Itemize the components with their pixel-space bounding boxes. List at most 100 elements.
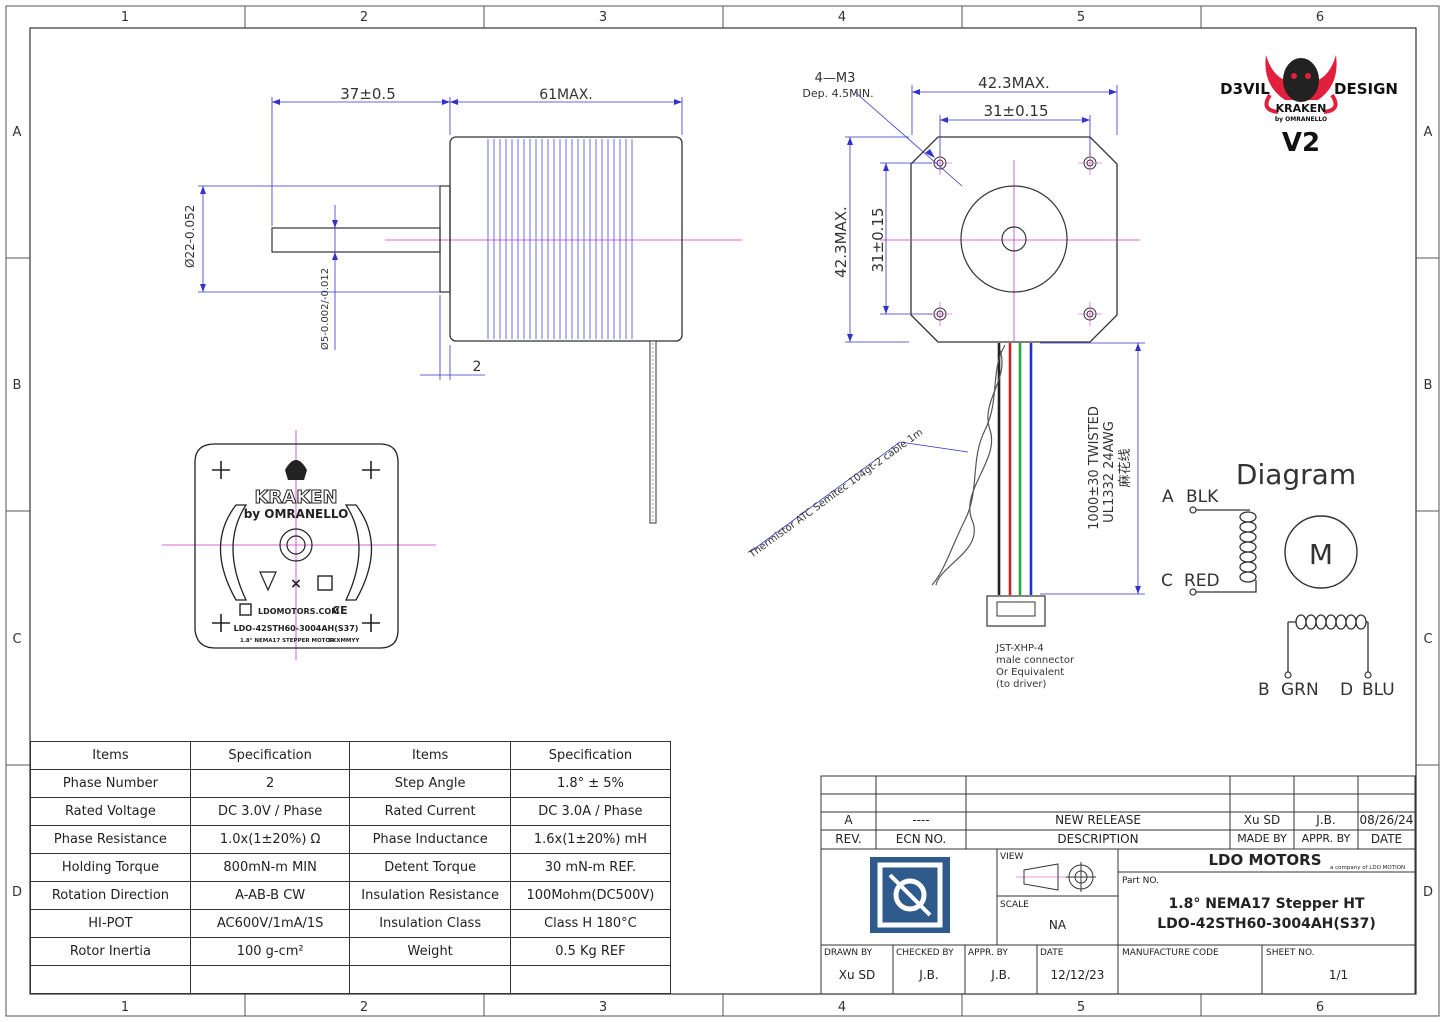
thermistor-label: Thermistor ATC Semitec 104gt-2 cable 1m (746, 427, 925, 561)
shaft (271, 227, 441, 253)
plate-date: SXXMMYY (328, 638, 360, 644)
plate-desc: 1.8° NEMA17 STEPPER MOTOR (240, 638, 335, 644)
row-label-left-a: A (13, 125, 22, 140)
spec-header-cell: Specification (509, 741, 672, 770)
spec-cell (30, 965, 191, 994)
spec-cell: Phase Inductance (349, 825, 511, 854)
row-label-right-a: A (1424, 125, 1433, 140)
rev-value: A (844, 813, 853, 827)
svg-text:JST-XHP-4: JST-XHP-4 (995, 643, 1044, 654)
col-label-bot-2: 2 (360, 1000, 368, 1015)
company-name: LDO MOTORS (1208, 851, 1322, 869)
spec-cell: Insulation Resistance (349, 881, 511, 910)
row-label-left-b: B (13, 378, 22, 393)
svg-text:male connector: male connector (996, 655, 1075, 666)
spec-cell: DC 3.0A / Phase (509, 797, 672, 826)
wire-b: GRN (1281, 680, 1319, 700)
spec-cell: Detent Torque (349, 853, 511, 882)
plate-site: LDOMOTORS.COM (258, 607, 339, 616)
pin-d: D (1340, 680, 1353, 700)
logo-version: V2 (1282, 128, 1320, 158)
pin-a: A (1162, 487, 1174, 507)
col-label-top-4: 4 (838, 10, 846, 25)
part-line-1: 1.8° NEMA17 Stepper HT (1168, 896, 1365, 912)
appr-header: APPR. BY (1301, 832, 1351, 845)
col-label-top-5: 5 (1077, 10, 1085, 25)
logo-sub: by OMRANELLO (1275, 116, 1327, 123)
row-label-right-c: C (1423, 632, 1432, 647)
pin-c: C (1161, 571, 1173, 591)
spec-cell (509, 965, 672, 994)
company-sub: a company of LDO MOTION (1330, 865, 1406, 871)
dim-body-length: 61MAX. (539, 87, 593, 103)
sheet-value: 1/1 (1328, 968, 1349, 982)
spec-cell: A-AB-B CW (189, 881, 351, 910)
spec-row (30, 965, 672, 994)
appr-label: APPR. BY (968, 948, 1008, 958)
spec-cell: Rotation Direction (30, 881, 191, 910)
spec-cell: 1.6x(1±20%) mH (509, 825, 672, 854)
connector-label: JST-XHP-4 male connector Or Equivalent (… (995, 643, 1075, 690)
label-plate: KRAKEN by OMRANELLO × LDOMOTORS.COM CE L… (162, 430, 436, 660)
title-block-grid (820, 775, 1416, 995)
cable-cn: 麻花线 (1117, 448, 1133, 487)
date-header: DATE (1370, 832, 1403, 846)
row-label-left-c: C (12, 632, 21, 647)
col-label-bot-6: 6 (1316, 1000, 1324, 1015)
spec-cell: 30 mN-m REF. (509, 853, 672, 882)
view-label: VIEW (1000, 852, 1024, 862)
logo-right-word: DESIGN (1334, 80, 1398, 98)
cooling-fins (487, 139, 633, 339)
appr-value: J.B. (1316, 813, 1336, 827)
dim-holes: 4—M3 (815, 71, 856, 86)
spec-cell: 1.0x(1±20%) Ω (189, 825, 351, 854)
col-label-top-3: 3 (599, 10, 607, 25)
logo-left-word: D3VIL (1220, 80, 1270, 98)
col-label-bot-4: 4 (838, 1000, 846, 1015)
ecn-value: ---- (912, 813, 930, 827)
dim-flange: 2 (473, 359, 482, 375)
dim-shaft-dia: Ø5-0.002/-0.012 (319, 268, 331, 350)
spec-cell (189, 965, 351, 994)
sheet-label: SHEET NO. (1266, 948, 1315, 958)
ecn-header: ECN NO. (895, 832, 947, 846)
plate-symbol (259, 571, 277, 592)
desc-header: DESCRIPTION (1057, 832, 1139, 846)
col-label-top-2: 2 (360, 10, 368, 25)
boss (439, 185, 451, 293)
ldo-logo (870, 857, 950, 933)
grid-ticks (6, 6, 1439, 1016)
desc-value: NEW RELEASE (1055, 813, 1141, 827)
made-header: MADE BY (1237, 832, 1287, 845)
motor-face (910, 136, 1118, 343)
spec-header-cell: Specification (189, 741, 351, 770)
dim-hole-pitch-v: 31±0.15 (869, 207, 887, 272)
cable-length: 1000±30 TWISTED (1087, 406, 1102, 530)
col-label-bot-3: 3 (599, 1000, 607, 1015)
cable-spec: UL1332 24AWG (1102, 421, 1117, 523)
dim-depth: Dep. 4.5MIN. (802, 87, 873, 100)
grid-labels: 1 2 3 4 5 6 1 2 3 4 5 6 A B C D A B C D (12, 10, 1433, 1015)
spec-cell: Rotor Inertia (30, 937, 191, 966)
dim-shaft-length: 37±0.5 (340, 85, 396, 103)
scale-label: SCALE (1000, 900, 1029, 910)
wiring-diagram: Diagram M A BLK C RED B GRN D BLU (1161, 458, 1395, 700)
dim-boss-dia: Ø22-0.052 (183, 205, 197, 268)
spec-cell: Phase Number (30, 769, 191, 798)
motor-symbol-label: M (1309, 538, 1333, 571)
view-symbol (1016, 862, 1096, 892)
drawn-value: Xu SD (838, 968, 876, 982)
row-label-left-d: D (12, 885, 22, 900)
checked-value: J.B. (919, 968, 939, 982)
wire-bundle (997, 343, 1033, 595)
part-line-2: LDO-42STH60-3004AH(S37) (1157, 916, 1376, 932)
appr-value: J.B. (991, 968, 1011, 982)
devil-design-logo: D3VIL DESIGN KRAKEN by OMRANELLO V2 (1220, 55, 1398, 158)
front-view: 4—M3 Dep. 4.5MIN. 42.3MAX. 31±0.15 42.3M… (746, 71, 1145, 690)
dim-hole-pitch: 31±0.15 (983, 102, 1048, 120)
spec-cell: Class H 180°C (509, 909, 672, 938)
